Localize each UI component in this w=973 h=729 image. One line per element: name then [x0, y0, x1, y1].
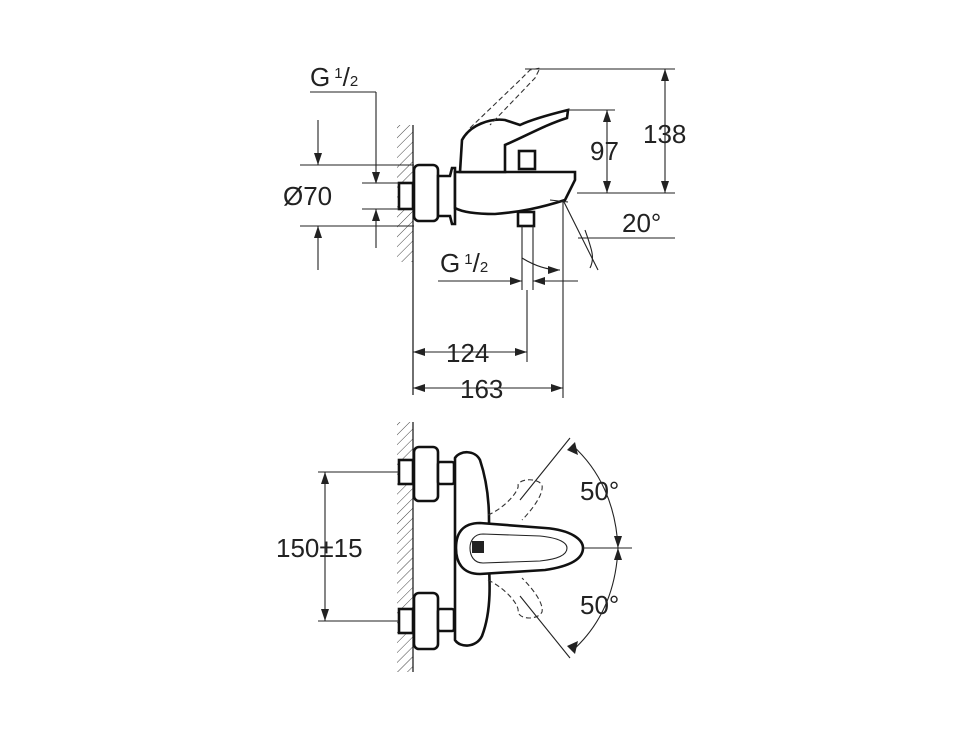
conn-arrowhead [372, 209, 380, 221]
diameter-label: Ø70 [283, 181, 332, 211]
upper-connector [436, 460, 456, 486]
wall-nut [397, 181, 415, 211]
outlet-nut [516, 210, 536, 228]
front-lever-inner [469, 533, 568, 564]
dia-arrowhead-down [314, 226, 322, 238]
connector-body [436, 166, 457, 226]
diverter-knob [517, 149, 537, 171]
dim-124-arrow-l [413, 348, 425, 356]
faucet-body [453, 170, 577, 216]
angle-down-label: 50° [580, 590, 619, 620]
thread-bot-leader-arrow [548, 266, 560, 274]
lever-body [458, 108, 570, 174]
dim-163-arrow-l [413, 384, 425, 392]
angle-label: 20° [622, 208, 661, 238]
front-lever [454, 521, 585, 576]
escutcheon [412, 163, 440, 223]
angle-arc [584, 229, 594, 269]
front-view: 150±15 50° 50° [276, 422, 632, 672]
lever-indicator [472, 541, 484, 553]
spacing-arrow-top [321, 472, 329, 484]
spacing-label: 150±15 [276, 533, 363, 563]
height-138-label: 138 [643, 119, 686, 149]
thread-bot-arrow-l [510, 277, 522, 285]
lower-connector [436, 607, 456, 633]
dim-138-arrow-top [661, 69, 669, 81]
angle-arc-down [571, 547, 619, 652]
spout-detail [549, 199, 569, 203]
arc-up-arrow-top [567, 442, 578, 455]
length-163-label: 163 [460, 374, 503, 404]
dim-97-arrow-bot [603, 181, 611, 193]
height-97-label: 97 [590, 136, 619, 166]
angle-line-down [519, 595, 571, 659]
upper-escutcheon [412, 445, 440, 503]
arc-down-arrow-top [614, 548, 622, 560]
lower-escutcheon [412, 591, 440, 651]
angle-line-up [519, 437, 571, 501]
upper-wall-nut [397, 458, 415, 486]
length-124-label: 124 [446, 338, 489, 368]
angle-up-label: 50° [580, 476, 619, 506]
dim-163-arrow-r [551, 384, 563, 392]
dim-138-arrow-bot [661, 181, 669, 193]
dim-124-arrow-r [515, 348, 527, 356]
thread-bot-arrow-r [533, 277, 545, 285]
ghost-lever-up [487, 479, 543, 521]
arc-up-arrow-bot [614, 536, 622, 548]
ghost-lever-down [487, 577, 543, 619]
dia-arrowhead-up [314, 153, 322, 165]
angle-arc-up [571, 444, 619, 549]
thread-top-arrow [372, 172, 380, 184]
lower-wall-nut [397, 607, 415, 635]
arc-down-arrow-bot [567, 641, 578, 654]
spacing-arrow-bot [321, 609, 329, 621]
dim-97-arrow-top [603, 110, 611, 122]
